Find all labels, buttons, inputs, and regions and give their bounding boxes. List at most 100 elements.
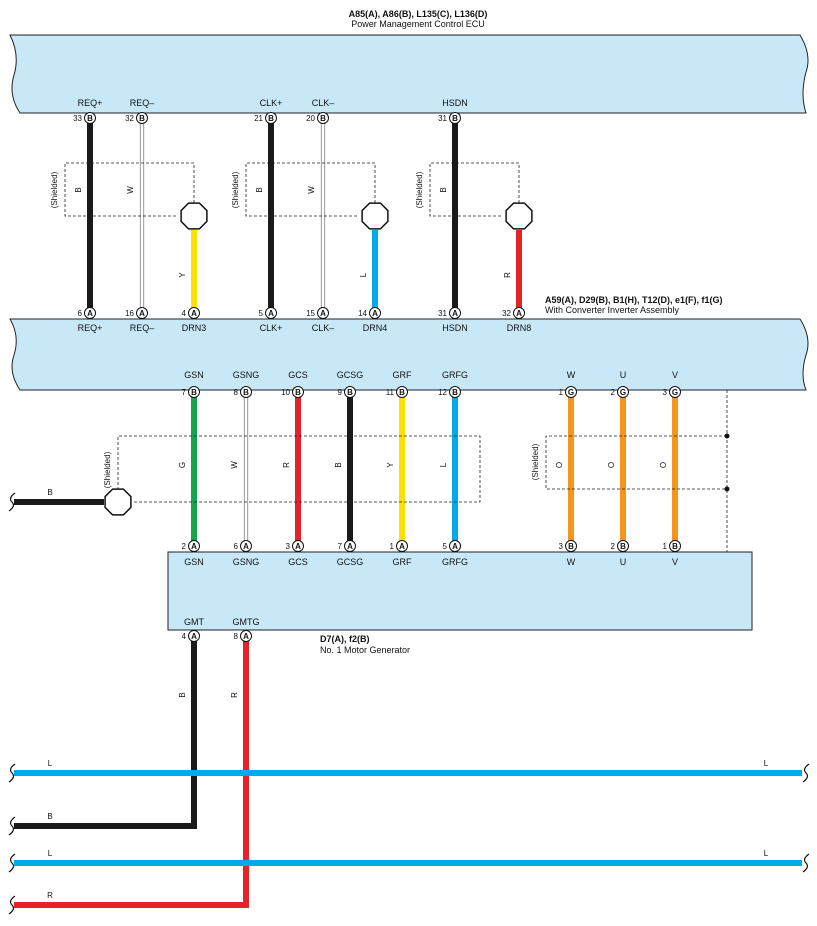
motor-bottom-pin-gmtg: A8 xyxy=(234,630,252,642)
inverter-bottom-pin-v-letter: G xyxy=(672,388,678,397)
wire-label-clk-plus: B xyxy=(255,187,264,192)
inverter-bottom-pin-u: G2 xyxy=(611,386,629,398)
ecu-pin-clk-minus-number: 20 xyxy=(306,114,315,123)
wire-label-horizontal-h1-left: L xyxy=(48,759,53,768)
motor-top-pin-v-letter: B xyxy=(672,542,678,551)
wire-label-gsng: W xyxy=(230,461,239,469)
ecu-pin-hsdn-letter: B xyxy=(452,114,458,123)
wire-label-grf: Y xyxy=(386,462,395,468)
ecu-pin-req-minus-number: 32 xyxy=(125,114,134,123)
inverter-bottom-pin-gsn-circle xyxy=(188,386,200,398)
inverter-bottom-pin-grfg-number: 12 xyxy=(438,388,447,397)
motor-top-pin-label-grfg: GRFG xyxy=(442,557,468,567)
break-mark-left-3 xyxy=(8,853,16,873)
inverter-top-pin-req-plus-circle xyxy=(84,307,96,319)
ecu-pin-clk-plus-circle xyxy=(265,112,277,124)
motor-top-pin-gsn: A2 xyxy=(182,540,200,552)
inverter-bottom-pin-gcsg-letter: B xyxy=(347,388,353,397)
inverter-bottom-pin-u-circle xyxy=(617,386,629,398)
inverter-top-pin-clk-minus-number: 15 xyxy=(306,309,315,318)
wire-label-gmt: B xyxy=(178,692,187,697)
motor-top-pin-grf: A1 xyxy=(390,540,408,552)
inverter-bottom-pin-v-number: 3 xyxy=(663,388,668,397)
inverter-top-pin-clk-minus-letter: A xyxy=(320,309,326,318)
shield-upper-1 xyxy=(245,162,376,217)
ecu-pin-clk-minus-letter: B xyxy=(320,114,326,123)
motor-bottom-pin-gmt-number: 4 xyxy=(182,632,187,641)
inverter-top-pin-hsdn-number: 31 xyxy=(438,309,447,318)
ecu-block: A85(A), A86(B), L135(C), L136(D) Power M… xyxy=(9,9,809,114)
motor-top-pin-w-letter: B xyxy=(568,542,574,551)
ecu-pin-hsdn-number: 31 xyxy=(438,114,447,123)
motor-top-pin-gsn-number: 2 xyxy=(182,542,187,551)
motor-top-pin-label-grf: GRF xyxy=(393,557,413,567)
motor-top-pin-label-gcs: GCS xyxy=(288,557,308,567)
inverter-bottom-pin-label-gsng: GSNG xyxy=(233,370,260,380)
ecu-pin-label-clk-minus: CLK– xyxy=(312,98,335,108)
break-mark-left-2 xyxy=(8,816,16,836)
inverter-top-pin-drn3-letter: A xyxy=(191,309,197,318)
inverter-top-pin-req-minus-letter: A xyxy=(139,309,145,318)
inverter-top-pin-drn8-number: 32 xyxy=(502,309,511,318)
shield-upper-2 xyxy=(429,162,520,217)
shield-upper-0 xyxy=(64,162,195,217)
motor-top-pin-gcsg: A7 xyxy=(338,540,356,552)
inverter-bottom-pin-w-circle xyxy=(565,386,577,398)
motor-box xyxy=(167,551,753,631)
inverter-top-pin-clk-plus-letter: A xyxy=(268,309,274,318)
inverter-bottom-pin-gsng-letter: B xyxy=(243,388,249,397)
inverter-top-pin-clk-plus: A5 xyxy=(259,307,277,319)
inverter-bottom-pin-u-number: 2 xyxy=(611,388,616,397)
motor-top-pin-grfg-letter: A xyxy=(452,542,458,551)
motor-top-pin-label-gsng: GSNG xyxy=(233,557,260,567)
inverter-top-pin-label-clk-minus: CLK– xyxy=(312,323,335,333)
shield-label-middle-phase: (Shielded) xyxy=(531,443,540,480)
wire-label-gcs: R xyxy=(282,462,291,468)
motor-top-pin-gcsg-number: 7 xyxy=(338,542,343,551)
motor-bottom-pin-gmt-letter: A xyxy=(191,632,197,641)
motor-top-pin-gsn-letter: A xyxy=(191,542,197,551)
motor-top-pin-v-number: 1 xyxy=(663,542,668,551)
inverter-bottom-pin-grf-letter: B xyxy=(399,388,405,397)
shield-middle-phase xyxy=(545,435,727,490)
inverter-bottom-pin-grfg-circle xyxy=(449,386,461,398)
pins-layer: B33REQ+B32REQ–B21CLK+B20CLK–B31HSDNA6REQ… xyxy=(8,98,810,915)
inverter-top-pin-req-minus-circle xyxy=(136,307,148,319)
ecu-pin-req-minus-letter: B xyxy=(139,114,145,123)
motor-bottom-pin-gmtg-circle xyxy=(240,630,252,642)
ecu-box xyxy=(9,34,809,114)
ecu-pin-req-plus-number: 33 xyxy=(73,114,82,123)
wire-label-clk-minus: W xyxy=(307,186,316,194)
inverter-top-pin-drn3: A4 xyxy=(182,307,200,319)
motor-top-pin-gcs: A3 xyxy=(286,540,304,552)
inverter-bottom-pin-gsng-circle xyxy=(240,386,252,398)
ecu-pin-clk-plus-number: 21 xyxy=(254,114,263,123)
inverter-top-pin-label-req-minus: REQ– xyxy=(130,323,155,333)
inverter-bottom-pin-label-v: V xyxy=(672,370,678,380)
motor-title: D7(A), f2(B) xyxy=(320,634,370,644)
motor-top-pin-w: B3 xyxy=(559,540,577,552)
inverter-top-pin-clk-minus: A 15 xyxy=(306,307,329,319)
ecu-pin-hsdn-circle xyxy=(449,112,461,124)
ecu-pin-label-hsdn: HSDN xyxy=(442,98,468,108)
inverter-top-pin-label-drn8: DRN8 xyxy=(507,323,532,333)
ecu-pin-hsdn: B 31 xyxy=(438,112,461,124)
ecu-pin-label-clk-plus: CLK+ xyxy=(260,98,283,108)
motor-top-pin-label-gcsg: GCSG xyxy=(337,557,364,567)
inverter-top-pin-hsdn-letter: A xyxy=(452,309,458,318)
wire-label-horizontal-h1-right: L xyxy=(764,759,769,768)
shields-layer: (Shielded)(Shielded)(Shielded)(Shielded)… xyxy=(50,162,730,552)
inverter-bottom-pin-gcs-letter: B xyxy=(295,388,301,397)
motor-top-pin-label-u: U xyxy=(620,557,627,567)
break-mark-left-1 xyxy=(8,763,16,783)
inverter-top-pin-hsdn: A 31 xyxy=(438,307,461,319)
ecu-pin-clk-minus-circle xyxy=(317,112,329,124)
inverter-bottom-pin-w-number: 1 xyxy=(559,388,564,397)
inverter-top-pin-drn4-letter: A xyxy=(372,309,378,318)
motor-top-pin-gcsg-circle xyxy=(344,540,356,552)
wire-label-horizontal-h3-right: L xyxy=(764,849,769,858)
inverter-bottom-pin-gcs-number: 10 xyxy=(281,388,290,397)
motor-top-pin-label-gsn: GSN xyxy=(184,557,204,567)
ecu-title: A85(A), A86(B), L135(C), L136(D) xyxy=(349,9,488,19)
motor-top-pin-gsng: A6 xyxy=(234,540,252,552)
